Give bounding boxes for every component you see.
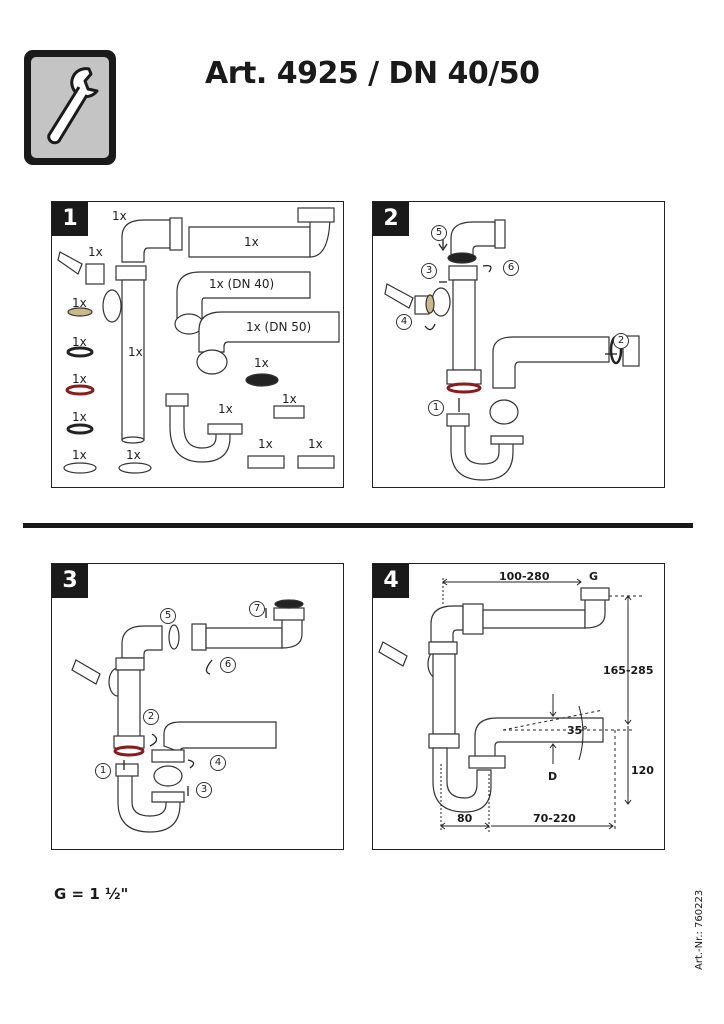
callout-6: 6 [503,260,519,276]
assembly-step-3-drawing [71,599,305,833]
callout-4: 4 [210,755,226,771]
qty-nut-c: 1x [308,437,323,451]
qty-nut-b: 1x [258,437,273,451]
dim-angle: 35° [567,724,588,737]
assembly-step-2-drawing [384,219,640,481]
article-number: Art.-Nr.: 760223 [694,889,705,970]
qty-nut-right: 1x [126,448,141,462]
callout-1: 1 [428,400,444,416]
dimension-drawing [378,578,643,832]
qty-elbow: 1x [112,209,127,223]
step-number-3: 3 [52,564,88,598]
callout-7: 7 [249,601,265,617]
qty-bend-dn50: 1x (DN 50) [246,320,312,334]
thread-footnote: G = 1 ½" [54,885,129,903]
step-number-1: 1 [52,202,88,236]
section-divider [23,523,693,528]
callout-6: 6 [220,657,236,673]
page-title: Art. 4925 / DN 40/50 [205,56,540,91]
callout-1: 1 [95,763,111,779]
tool-badge-inner [31,57,109,158]
callout-3: 3 [196,782,212,798]
qty-ring-black-1: 1x [72,335,87,349]
qty-washer-beige: 1x [72,296,87,310]
panel-2: 2 5 6 3 4 2 1 [372,201,665,488]
qty-trap: 1x [218,402,233,416]
callout-2: 2 [613,333,629,349]
panel-1: 1 1x 1x 1x 1x 1x 1x 1x 1x 1x 1x 1x (DN 4… [51,201,344,488]
dim-height-low: 120 [631,764,654,777]
panel-4: 4 100-280 G 165-285 35° D 120 80 70-220 [372,563,665,850]
wrench-icon [47,67,99,145]
panel-3: 3 7 5 6 2 1 4 3 [51,563,344,850]
qty-cap: 1x [254,356,269,370]
dim-height-range: 165-285 [603,664,654,677]
qty-swivel: 1x [88,245,103,259]
qty-bend-dn40: 1x (DN 40) [209,277,275,291]
callout-4: 4 [396,314,412,330]
qty-body: 1x [128,345,143,359]
callout-5: 5 [431,225,447,241]
qty-nut-left: 1x [72,448,87,462]
dim-width-top: 100-280 [499,570,550,583]
callout-5: 5 [160,608,176,624]
callout-2: 2 [143,709,159,725]
parts-overview-drawing [57,207,340,474]
step-number-4: 4 [373,564,409,598]
callout-3: 3 [421,263,437,279]
qty-ring-black-2: 1x [72,410,87,424]
dim-width-bottom: 70-220 [533,812,576,825]
qty-tube: 1x [244,235,259,249]
dim-offset: 80 [457,812,473,825]
qty-ring-red: 1x [72,372,87,386]
tool-badge [24,50,116,165]
step-number-2: 2 [373,202,409,236]
dim-thread: G [589,570,599,583]
qty-nut-a: 1x [282,392,297,406]
dim-diameter: D [548,770,558,783]
